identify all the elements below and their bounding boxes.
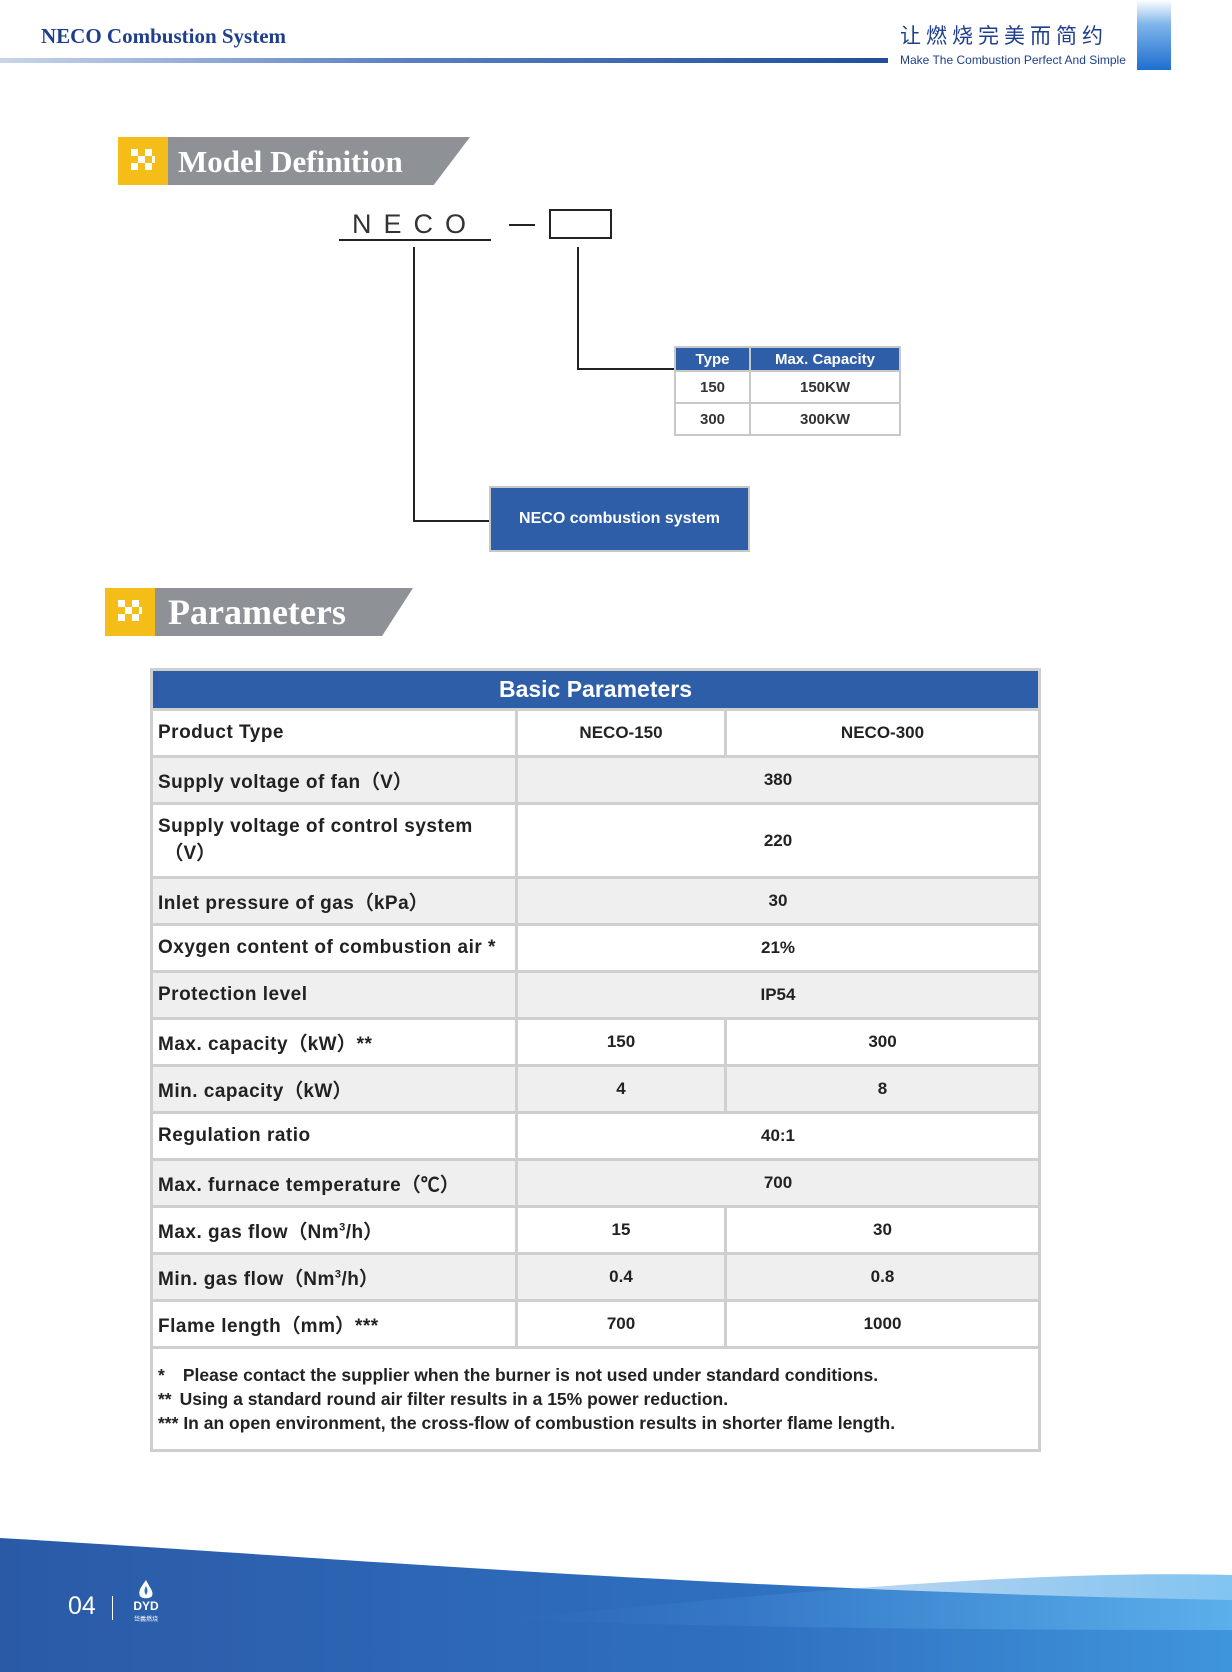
- table-cell: 300: [674, 402, 751, 436]
- prefix-underline: [339, 239, 491, 241]
- row-value: 21%: [515, 923, 1041, 973]
- footnote-mark: *: [158, 1365, 165, 1385]
- connector: [413, 247, 415, 522]
- footnote-text: In an open environment, the cross-flow o…: [183, 1413, 896, 1433]
- capacity-header: Max. Capacity: [749, 346, 901, 372]
- section-heading: Parameters: [168, 592, 346, 632]
- row-value: 700: [515, 1299, 727, 1349]
- superscript: 3: [339, 1221, 346, 1234]
- page-number: 04: [68, 1592, 96, 1620]
- footnote: * Please contact the supplier when the bu…: [158, 1363, 1033, 1387]
- footer-wave: [0, 1538, 1232, 1672]
- label-part: Min. gas flow（Nm: [158, 1268, 335, 1290]
- table-cell: 300KW: [749, 402, 901, 436]
- checker-icon: [118, 137, 168, 185]
- row-label: Max. capacity（kW）**: [150, 1017, 518, 1067]
- row-label: Protection level: [150, 970, 518, 1020]
- row-value: 380: [515, 755, 1041, 805]
- connector: [413, 520, 489, 522]
- row-label: Supply voltage of fan（V）: [150, 755, 518, 805]
- row-value: 15: [515, 1205, 727, 1255]
- footnotes: * Please contact the supplier when the bu…: [150, 1346, 1041, 1452]
- type-capacity-table: Type Max. Capacity 150 150KW 300 300KW: [674, 346, 901, 436]
- row-label: Inlet pressure of gas（kPa）: [150, 876, 518, 926]
- row-value: 8: [724, 1064, 1041, 1114]
- label-part: Max. gas flow（Nm: [158, 1221, 340, 1243]
- dash: [509, 224, 535, 226]
- row-value: 40:1: [515, 1111, 1041, 1161]
- footnote: ** Using a standard round air filter resu…: [158, 1387, 1033, 1411]
- table-cell: 150: [674, 370, 751, 404]
- row-label-line: Supply voltage of control system: [158, 816, 473, 837]
- row-label: Flame length（mm）***: [150, 1299, 518, 1349]
- label-part: /h）: [345, 1221, 384, 1243]
- connector: [577, 368, 674, 370]
- footnote-text: Using a standard round air filter result…: [179, 1389, 729, 1409]
- table-title: Basic Parameters: [150, 668, 1041, 711]
- row-value: 1000: [724, 1299, 1041, 1349]
- row-value: 0.8: [724, 1252, 1041, 1302]
- header-rule: [0, 58, 888, 63]
- row-value: 150: [515, 1017, 727, 1067]
- row-value: 30: [515, 876, 1041, 926]
- section-banner-parameters: Parameters: [105, 588, 413, 636]
- row-value: 700: [515, 1158, 1041, 1208]
- superscript: 3: [334, 1268, 342, 1281]
- label-part: /h）: [341, 1268, 379, 1290]
- row-value: 0.4: [515, 1252, 727, 1302]
- row-value: NECO-150: [515, 708, 727, 758]
- page-separator: [112, 1596, 113, 1620]
- row-label: Supply voltage of control system （V）: [150, 802, 518, 879]
- row-label: Min. capacity（kW）: [150, 1064, 518, 1114]
- footnote: *** In an open environment, the cross-fl…: [158, 1411, 1033, 1435]
- table-cell: 150KW: [749, 370, 901, 404]
- checker-icon: [105, 588, 155, 636]
- footnote-mark: **: [158, 1389, 172, 1409]
- row-label: Max. furnace temperature（℃）: [150, 1158, 518, 1208]
- model-type-box: [549, 209, 612, 239]
- model-prefix: NECO: [351, 209, 478, 239]
- connector: [577, 247, 579, 370]
- footnote-mark: ***: [158, 1413, 179, 1433]
- section-banner-model-definition: Model Definition: [118, 137, 470, 185]
- type-header: Type: [674, 346, 751, 372]
- row-label: Regulation ratio: [150, 1111, 518, 1161]
- row-label: Product Type: [150, 708, 518, 758]
- row-label: Max. gas flow（Nm3/h）: [150, 1205, 518, 1255]
- basic-parameters-table: Basic Parameters Product Type NECO-150 N…: [150, 668, 1041, 1452]
- row-value: IP54: [515, 970, 1041, 1020]
- header-slogan-cn: 让燃烧完美而简约: [900, 24, 1108, 48]
- header-slogan-en: Make The Combustion Perfect And Simple: [900, 53, 1126, 67]
- row-value: NECO-300: [724, 708, 1041, 758]
- row-value: 4: [515, 1064, 727, 1114]
- row-value: 300: [724, 1017, 1041, 1067]
- logo-text: DYD: [133, 1599, 159, 1613]
- system-label-box: NECO combustion system: [489, 486, 750, 552]
- row-label: Min. gas flow（Nm3/h）: [150, 1252, 518, 1302]
- header-corner-block: [1137, 0, 1171, 70]
- row-label: Oxygen content of combustion air *: [150, 923, 518, 973]
- header-title: NECO Combustion System: [41, 24, 287, 48]
- row-value: 220: [515, 802, 1041, 879]
- section-heading: Model Definition: [178, 144, 403, 179]
- logo-subtext: 岱義燃烧: [134, 1615, 158, 1623]
- row-value: 30: [724, 1205, 1041, 1255]
- footnote-text: Please contact the supplier when the bur…: [182, 1365, 879, 1385]
- dyd-logo-icon: DYD 岱義燃烧: [133, 1580, 159, 1623]
- row-label-line: （V）: [164, 843, 217, 864]
